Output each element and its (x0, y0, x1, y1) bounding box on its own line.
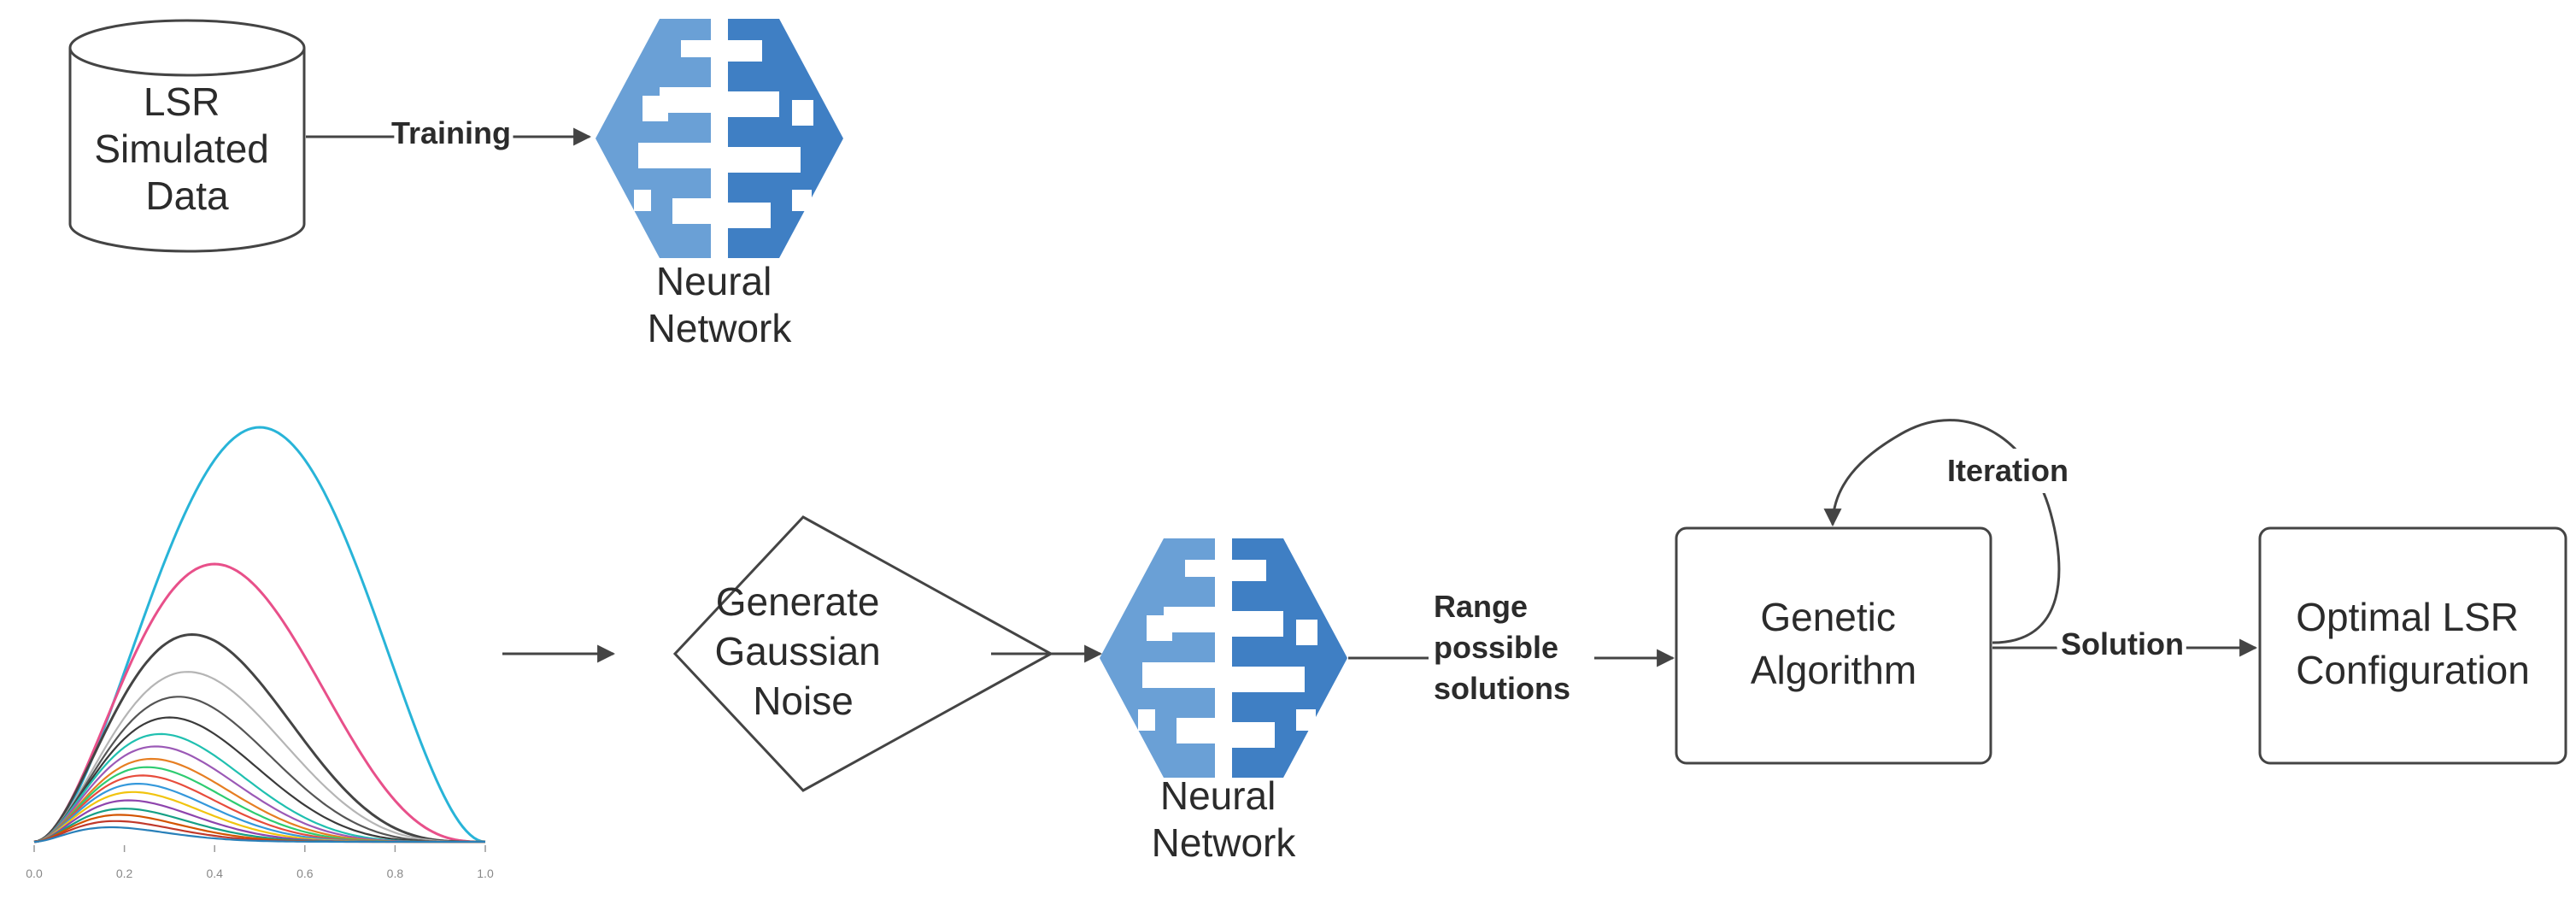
svg-text:Optimal LSR Configuratio: Optimal LSR Configuration (2296, 595, 2530, 692)
ga-label-line-1: Genetic (1760, 595, 1896, 639)
curve-series-5 (33, 696, 485, 843)
solution-label: Solution (2061, 626, 2184, 661)
lsr-curves-chart: 0.0 0.2 0.4 0.6 0.8 1.0 (26, 426, 494, 880)
range-label-line-1: Range (1434, 589, 1528, 624)
svg-text:Neural Network: Neural Network (1152, 773, 1297, 865)
noise-diamond (672, 515, 1054, 792)
optimal-configuration-node: Optimal LSR Configuration (2258, 526, 2567, 765)
optimal-label-line-1: Optimal LSR (2296, 595, 2519, 639)
noise-label-line-3: Noise (753, 679, 854, 723)
database-node: LSR Simulated Data (68, 19, 306, 253)
nn-bottom-label-line-2: Network (1152, 820, 1297, 865)
range-label-line-3: solutions (1434, 671, 1570, 706)
genetic-algorithm-node: Genetic Algorithm (1675, 526, 1992, 765)
neural-network-bottom-node: Neural Network (1100, 538, 1347, 865)
gaussian-noise-node: Generate Gaussian Noise (672, 515, 1054, 792)
x-tick-label: 0.8 (387, 867, 404, 880)
database-cylinder-top (68, 19, 306, 77)
x-tick-label: 0.2 (116, 867, 133, 880)
optimal-label-line-2: Configuration (2296, 648, 2530, 692)
x-tick-label: 0.4 (206, 867, 223, 880)
database-label-line-3: Data (145, 173, 229, 218)
neural-network-top-node: Neural Network (596, 19, 843, 350)
svg-text:Neural Network: Neural Network (648, 259, 793, 350)
solution-edge: Solution (1992, 622, 2258, 666)
brain-icon (1100, 538, 1347, 778)
svg-text:LSR Simulated Data: LSR Simulated Data (94, 79, 279, 218)
curve-series-3 (33, 632, 485, 843)
nn-top-label-line-1: Neural (656, 259, 772, 303)
brain-icon (596, 19, 843, 258)
svg-text:Genetic Algorithm: Genetic Algorithm (1751, 595, 1916, 692)
curve-series-18 (33, 826, 485, 843)
database-cylinder-icon (68, 48, 306, 253)
database-label-line-1: LSR (144, 79, 220, 124)
training-edge: Training (306, 111, 592, 155)
curve-series-1 (33, 426, 486, 843)
curve-series-4 (33, 671, 485, 843)
ga-label-line-2: Algorithm (1751, 648, 1916, 692)
noise-label-line-1: Generate (716, 579, 880, 624)
noise-label-line-2: Gaussian (714, 629, 880, 673)
nn-bottom-label-line-1: Neural (1160, 773, 1276, 818)
x-tick-label: 0.0 (26, 867, 43, 880)
iteration-label: Iteration (1947, 453, 2068, 488)
database-label-line-2: Simulated (94, 126, 269, 171)
svg-text:Generate Gaussian: Generate Gaussian Noise (714, 579, 891, 723)
curve-series-12 (33, 783, 485, 843)
range-label-line-2: possible (1434, 630, 1558, 665)
curve-series-2 (33, 562, 485, 843)
range-edge: Range possible solutions (1348, 588, 1675, 708)
x-tick-label: 0.6 (296, 867, 314, 880)
svg-text:Range possible sol: Range possible solutions (1434, 589, 1570, 706)
ga-box (1675, 526, 1992, 765)
optimal-box (2258, 526, 2567, 765)
iteration-edge: Iteration (1823, 419, 2080, 644)
nn-top-label-line-2: Network (648, 306, 793, 350)
training-label: Training (391, 115, 511, 150)
x-tick-label: 1.0 (477, 867, 494, 880)
